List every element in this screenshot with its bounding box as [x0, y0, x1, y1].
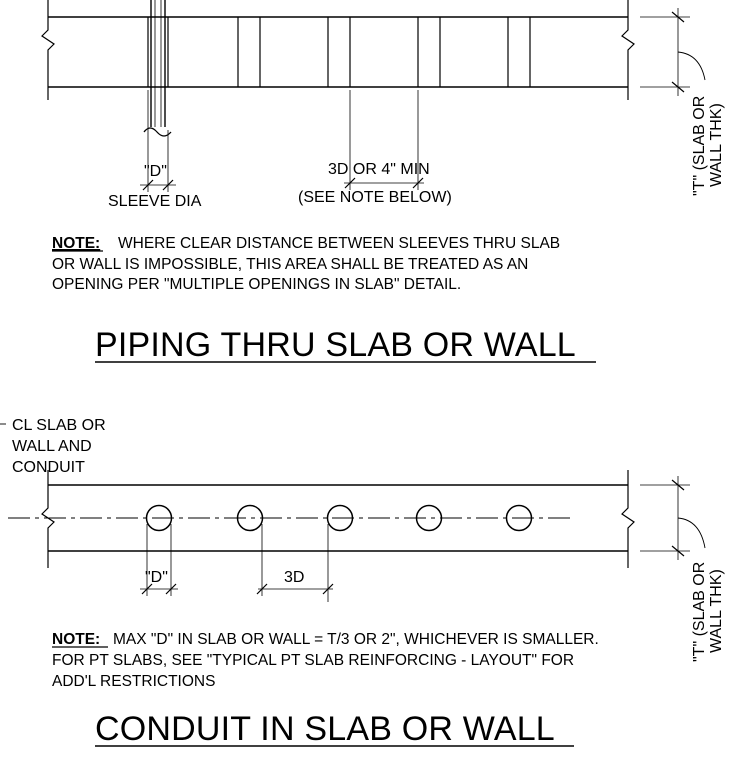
- piping-label-thickness: "T" (SLAB OR: [691, 96, 708, 196]
- conduit-label-cl-1: CL SLAB OR: [12, 417, 106, 434]
- conduit-circle: [326, 504, 354, 532]
- dim-d-tick: [162, 179, 174, 191]
- conduit-label-cl-3: CONDUIT: [12, 459, 85, 476]
- dim-d-tick: [142, 179, 154, 191]
- dim-d-tick: [165, 583, 177, 595]
- dim-d-tick: [141, 583, 153, 595]
- piping-note-head: NOTE:: [52, 235, 100, 252]
- piping-labels: "D" SLEEVE DIA 3D OR 4" MIN (SEE NOTE BE…: [108, 96, 725, 210]
- conduit-label-thickness-2: WALL THK): [708, 569, 725, 653]
- dim-t-tick: [671, 479, 685, 491]
- right-break-line: [621, 0, 635, 100]
- conduit-slab-section: [8, 470, 706, 602]
- dim-spacing-tick: [412, 177, 424, 189]
- dim-3d-tick: [256, 583, 268, 595]
- piping-note: NOTE: WHERE CLEAR DISTANCE BETWEEN SLEEV…: [52, 235, 560, 293]
- dim-t-leader: [677, 517, 706, 549]
- conduit-circle: [415, 504, 443, 532]
- piping-label-spacing-note: (SEE NOTE BELOW): [298, 189, 452, 206]
- conduit-label-spacing: 3D: [284, 569, 304, 586]
- conduit-note-line3: ADD'L RESTRICTIONS: [52, 673, 215, 690]
- right-break-line: [621, 470, 635, 568]
- pipe-break-mark: [143, 127, 172, 137]
- conduit-title-block: CONDUIT IN SLAB OR WALL: [95, 710, 574, 748]
- piping-label-sleeve-dia: SLEEVE DIA: [108, 193, 202, 210]
- conduit-label-d: "D": [145, 569, 168, 586]
- conduit-note: NOTE: MAX "D" IN SLAB OR WALL = T/3 OR 2…: [52, 631, 599, 690]
- conduit-label-cl-2: WALL AND: [12, 438, 92, 455]
- conduit-note-head: NOTE:: [52, 631, 100, 648]
- piping-title: PIPING THRU SLAB OR WALL: [95, 326, 576, 364]
- conduit-labels: "D" 3D "T" (SLAB OR WALL THK): [145, 562, 725, 662]
- dim-t-tick: [671, 81, 685, 93]
- piping-label-d: "D": [144, 163, 167, 180]
- conduit-circle: [145, 504, 173, 532]
- piping-note-line2: OR WALL IS IMPOSSIBLE, THIS AREA SHALL B…: [52, 256, 528, 273]
- piping-slab-section: [41, 0, 706, 192]
- piping-label-spacing: 3D OR 4" MIN: [328, 161, 430, 178]
- piping-title-block: PIPING THRU SLAB OR WALL: [95, 326, 596, 364]
- dim-t-tick: [671, 545, 685, 557]
- piping-label-thickness-2: WALL THK): [708, 103, 725, 187]
- conduit-circle: [236, 504, 264, 532]
- dim-3d-tick: [322, 583, 334, 595]
- conduit-circle: [505, 504, 533, 532]
- conduit-note-line1: MAX "D" IN SLAB OR WALL = T/3 OR 2", WHI…: [113, 631, 599, 648]
- piping-note-line3: OPENING PER "MULTIPLE OPENINGS IN SLAB" …: [52, 276, 461, 293]
- left-break-line: [41, 0, 55, 100]
- conduit-note-line2: FOR PT SLABS, SEE "TYPICAL PT SLAB REINF…: [52, 652, 574, 669]
- conduit-label-thickness: "T" (SLAB OR: [691, 562, 708, 662]
- dim-t-leader: [677, 51, 706, 81]
- conduit-title: CONDUIT IN SLAB OR WALL: [95, 710, 555, 748]
- piping-note-line1: WHERE CLEAR DISTANCE BETWEEN SLEEVES THR…: [118, 235, 560, 252]
- conduit-labels-top: CL SLAB OR WALL AND CONDUIT: [0, 417, 106, 476]
- dim-t-tick: [671, 11, 685, 23]
- dim-spacing-tick: [344, 177, 356, 189]
